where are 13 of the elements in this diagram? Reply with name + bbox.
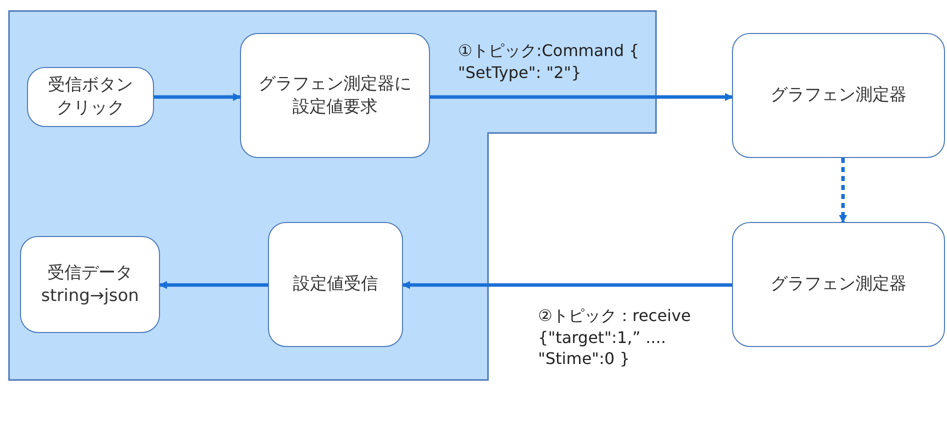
process-box: グラフェン測定器に設定値要求 <box>240 33 430 158</box>
process-box: 設定値受信 <box>268 222 403 347</box>
arrow <box>402 281 732 289</box>
device-box: グラフェン測定器 <box>732 33 945 158</box>
process-box: 受信ボタンクリック <box>27 67 154 127</box>
arrow <box>430 93 733 101</box>
arrow <box>159 281 268 289</box>
arrow <box>839 158 847 223</box>
edge-label: ①トピック:Command { "SetType": "2"} <box>458 40 640 84</box>
device-box: グラフェン測定器 <box>732 222 945 347</box>
edge-label: ②トピック：receive {"target":1,” .... "Stime":0 } <box>538 305 692 370</box>
arrow <box>154 93 241 101</box>
process-box: 受信データ string→json <box>20 236 160 333</box>
